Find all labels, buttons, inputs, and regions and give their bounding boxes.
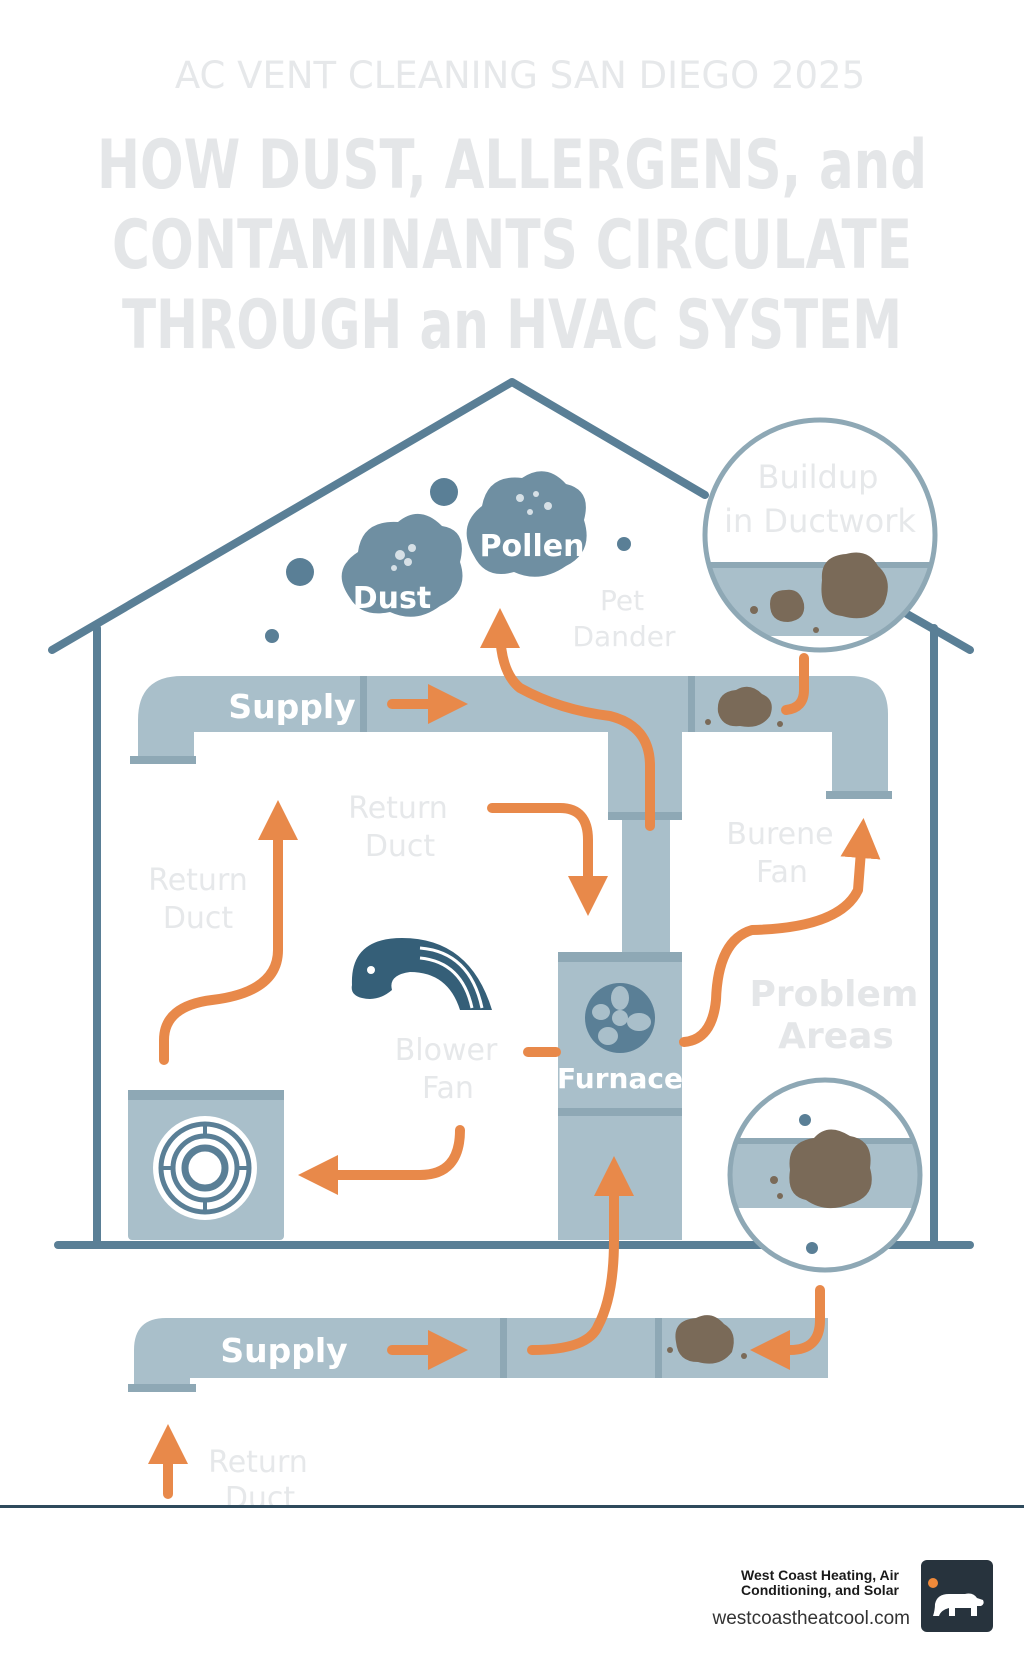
buildup-line-1: Buildup: [758, 458, 879, 496]
header-kicker: AC VENT CLEANING SAN DIEGO 2025: [175, 54, 865, 97]
title-line-2: CONTAMINANTS CIRCULATE: [112, 206, 912, 285]
arrow-from-problem-area: [750, 1285, 825, 1370]
return-duct-bottom-line-1: Return: [208, 1445, 308, 1480]
furnace-label: Furnace: [557, 1062, 683, 1095]
title-line-3: THROUGH an HVAC SYSTEM: [122, 286, 902, 365]
blower-fan-line-2: Fan: [422, 1071, 474, 1106]
upper-supply-duct: Supply: [130, 676, 892, 820]
return-duct-left-line-2: Duct: [163, 901, 234, 936]
blower-fan-icon: [351, 938, 492, 1010]
furnace-fan-icon: [585, 983, 655, 1053]
company-logo: [921, 1560, 993, 1632]
return-duct-upper-line-2: Duct: [365, 829, 436, 864]
dust-cloud: Dust: [341, 513, 463, 617]
house-outline: [48, 378, 974, 1249]
problem-areas-line-1: Problem: [750, 974, 919, 1015]
return-duct-bottom-line-2: Duct: [225, 1481, 296, 1505]
arrow-up-to-furnace: [527, 1156, 634, 1355]
pet-dander-line-2: Dander: [573, 620, 676, 653]
buildup-line-2: in Ductwork: [724, 502, 916, 540]
airflow-arrows: [148, 608, 881, 1499]
pet-dander-line-1: Pet: [600, 584, 644, 617]
lower-supply-label: Supply: [220, 1331, 347, 1370]
floating-particles: [265, 478, 631, 643]
pollen-label: Pollen: [480, 529, 585, 564]
buildup-callout: Buildup in Ductwork: [702, 417, 938, 653]
arrow-into-trunk: [487, 803, 608, 916]
bear-icon: [933, 1593, 984, 1616]
ac-unit: [128, 1090, 284, 1240]
dust-label: Dust: [353, 581, 431, 616]
return-duct-upper-line-1: Return: [348, 791, 448, 826]
lower-supply-duct: Supply: [128, 1318, 828, 1392]
hvac-diagram: AC VENT CLEANING SAN DIEGO 2025 HOW DUST…: [48, 54, 974, 1505]
return-duct-left-line-1: Return: [148, 863, 248, 898]
pollen-cloud: Pollen: [466, 471, 587, 577]
connector-buildup: [781, 653, 809, 715]
problem-areas-line-2: Areas: [778, 1016, 894, 1057]
upper-supply-label: Supply: [228, 687, 355, 726]
company-url[interactable]: westcoastheatcool.com: [712, 1608, 911, 1629]
ac-fan-grille-icon: [153, 1116, 257, 1220]
arrow-to-pollen: [480, 608, 655, 831]
blower-fan-line-1: Blower: [395, 1033, 498, 1068]
arrow-return-left: [159, 800, 298, 1065]
sun-icon: [928, 1578, 938, 1588]
debris-lower-duct: [667, 1315, 747, 1364]
arrow-to-burene-fan: [679, 818, 881, 1047]
arrow-to-ac-unit: [298, 1125, 465, 1195]
furnace-unit: Furnace: [557, 820, 683, 1240]
problem-area-callout: [727, 1077, 923, 1273]
burene-fan-line-2: Fan: [756, 855, 808, 890]
debris-upper-duct: [705, 686, 783, 727]
footer: West Coast Heating, Air Conditioning, an…: [0, 1505, 1024, 1666]
burene-fan-line-1: Burene: [726, 817, 833, 852]
company-name: West Coast Heating, Air Conditioning, an…: [741, 1567, 899, 1598]
title-line-1: HOW DUST, ALLERGENS, and: [97, 126, 927, 205]
